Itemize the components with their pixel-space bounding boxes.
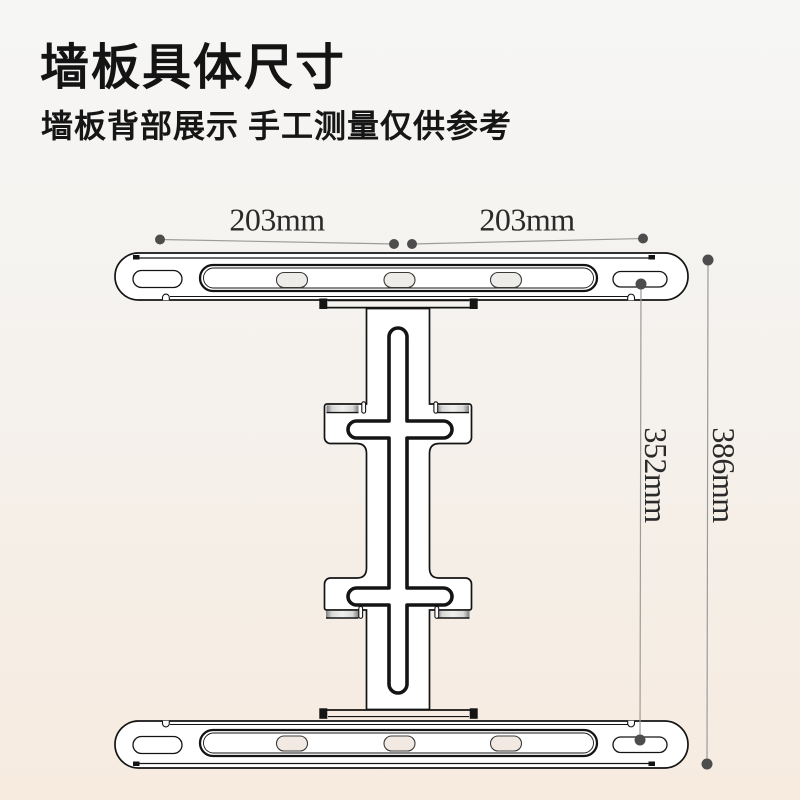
top-bar-screw-holes — [275, 271, 523, 289]
wing-tabs — [326, 405, 470, 619]
dim-line-top-right — [411, 237, 644, 245]
dim-label-vertical-inner: 352mm — [638, 427, 674, 523]
cross-adjustment-slot — [346, 326, 454, 695]
bottom-bar-left-screw-slot — [132, 735, 183, 755]
top-bar-left-screw-slot — [132, 269, 183, 289]
page-title: 墙板具体尺寸 — [40, 40, 347, 95]
dim-label-top-left: 203mm — [229, 202, 325, 238]
bottom-bar-screw-holes — [275, 735, 523, 752]
dim-line-top-left — [159, 238, 395, 245]
dim-line-vertical-outer — [706, 259, 709, 765]
dim-label-top-right: 203mm — [479, 202, 575, 238]
dim-label-vertical-outer: 386mm — [706, 427, 742, 523]
page-subtitle: 墙板背部展示 手工测量仅供参考 — [41, 108, 513, 144]
bottom-mount-plate — [319, 708, 478, 719]
dimension-annotations: 203mm 203mm 352mm 386mm — [155, 202, 742, 770]
center-column — [323, 307, 473, 711]
dim-line-vertical-inner — [639, 283, 642, 741]
top-mount-plate — [319, 298, 478, 309]
relief-slits — [358, 401, 440, 619]
top-wall-bar — [114, 252, 689, 301]
dim-endpoint-dots — [155, 233, 714, 770]
bottom-wall-bar — [114, 720, 689, 769]
